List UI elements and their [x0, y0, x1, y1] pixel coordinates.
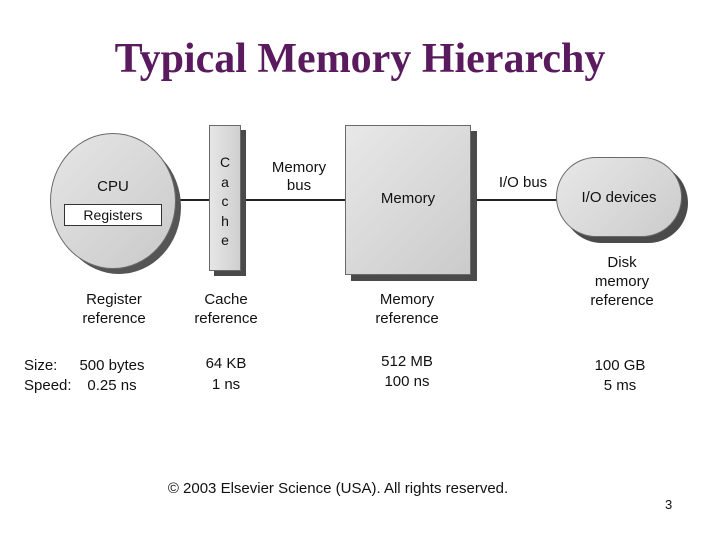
cache-label: C a c h e — [209, 153, 241, 251]
cache-letter: h — [221, 212, 229, 229]
cache-speed: 1 ns — [211, 376, 241, 393]
memory-size: 512 MB — [381, 353, 433, 370]
reference-line: Memory — [379, 291, 435, 308]
disk-size: 100 GB — [594, 357, 646, 374]
memory-reference: Memory reference — [352, 290, 462, 328]
disk-memory-reference: Disk memory reference — [567, 253, 677, 310]
register-size: 500 bytes — [79, 357, 145, 374]
reference-line: Disk — [607, 254, 637, 271]
cache-letter: a — [221, 173, 229, 190]
memory-bus-label: Memory bus — [262, 159, 336, 195]
register-reference: Register reference — [59, 290, 169, 328]
reference-line: memory — [594, 273, 650, 290]
memory-speed: 100 ns — [384, 373, 430, 390]
reference-line: reference — [82, 310, 146, 327]
copyright-notice: © 2003 Elsevier Science (USA). All right… — [167, 480, 509, 497]
disk-speed: 5 ms — [603, 377, 637, 394]
io-devices-box — [556, 157, 682, 237]
cache-letter: C — [219, 154, 231, 170]
speed-row-label: Speed: — [24, 377, 72, 394]
io-bus-label: I/O bus — [498, 174, 548, 191]
reference-line: reference — [590, 292, 654, 309]
size-row-label: Size: — [24, 357, 58, 374]
cpu-circle — [50, 133, 176, 269]
io-bus-line — [472, 199, 557, 201]
cpu-cache-connector — [176, 199, 210, 201]
io-devices-label: I/O devices — [581, 189, 657, 206]
memory-box — [345, 125, 471, 275]
reference-line: Cache — [204, 291, 248, 308]
cache-size: 64 KB — [205, 355, 247, 372]
reference-line: Register — [86, 291, 142, 308]
cache-reference: Cache reference — [171, 290, 281, 328]
memory-bus-label-line: bus — [286, 177, 312, 194]
cache-letter: c — [221, 193, 229, 209]
memory-label: Memory — [380, 190, 436, 207]
page-number: 3 — [665, 497, 673, 512]
memory-bus-label-line: Memory — [271, 159, 327, 176]
memory-bus-line — [242, 199, 346, 201]
reference-line: reference — [375, 310, 439, 327]
cache-box — [209, 125, 241, 271]
registers-box: Registers — [64, 204, 162, 226]
cache-letter: e — [221, 232, 229, 248]
cpu-label: CPU — [97, 178, 129, 195]
reference-line: reference — [194, 310, 258, 327]
slide-title: Typical Memory Hierarchy — [114, 36, 606, 82]
register-speed: 0.25 ns — [87, 377, 137, 394]
